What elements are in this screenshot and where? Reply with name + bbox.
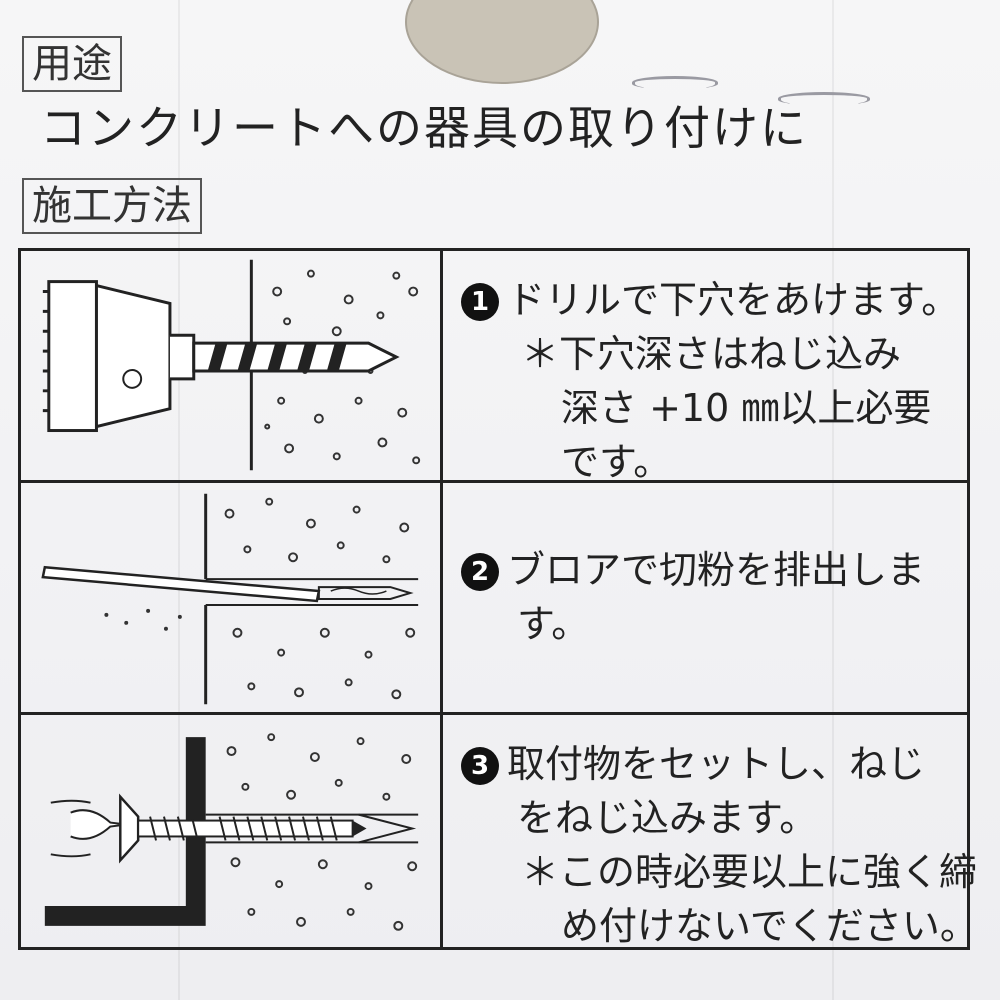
step-2-line-2: す。 <box>517 602 590 646</box>
step-1-line-1: ドリルで下穴をあけます。 <box>507 278 960 322</box>
step-3-line-2: をねじ込みます。 <box>517 796 818 840</box>
usage-text: コンクリートへの器具の取り付けに <box>40 101 808 155</box>
step-3-line-1: 取付物をセットし、ねじ <box>507 742 926 786</box>
step-1-line-2: ＊下穴深さはねじ込み <box>521 332 902 376</box>
screw-fixing-illustration-icon <box>21 715 443 947</box>
method-label: 施工方法 <box>22 178 202 234</box>
step-number-badge: 2 <box>461 553 499 591</box>
clip-icon <box>632 76 718 89</box>
usage-label: 用途 <box>22 36 122 92</box>
step-3-line-4: め付けないでください。 <box>561 904 978 948</box>
step-2-line-1: ブロアで切粉を排出しま <box>507 548 926 592</box>
step-number-badge: 1 <box>461 283 499 321</box>
clip-icon <box>778 92 870 105</box>
fold-crease <box>832 0 834 1000</box>
step-number-badge: 3 <box>461 747 499 785</box>
fold-crease <box>178 0 180 1000</box>
step-1-line-3: 深さ +10 ㎜以上必要 <box>561 386 932 430</box>
drill-illustration-icon <box>21 251 443 480</box>
step-3-line-3: ＊この時必要以上に強く締 <box>521 850 978 894</box>
step-1-line-4: です。 <box>561 440 672 484</box>
blower-illustration-icon <box>21 483 443 712</box>
hang-hole <box>405 0 599 84</box>
